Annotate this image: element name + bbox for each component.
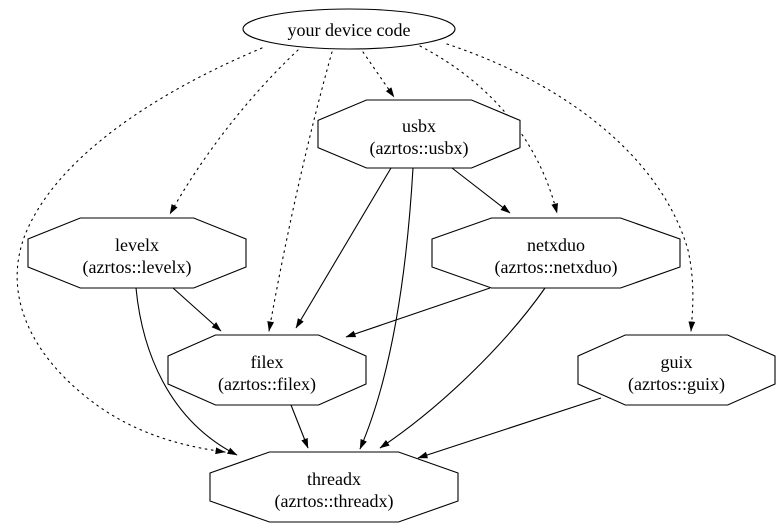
edge-guix-to-threadx xyxy=(417,397,602,459)
levelx-label-line-2: (azrtos::levelx) xyxy=(83,257,192,278)
guix-octagon-shape xyxy=(577,334,776,406)
edge-usbx-to-netxduo xyxy=(451,167,511,214)
edge-device-code-to-filex xyxy=(267,51,333,332)
node-threadx: threadx(azrtos::threadx) xyxy=(209,451,459,523)
edge-netxduo-to-threadx xyxy=(379,287,546,449)
guix-label-line-1: guix xyxy=(660,352,692,372)
nodes-layer: your device codeusbx(azrtos::usbx)levelx… xyxy=(27,8,776,523)
edge-device-code-to-levelx xyxy=(169,49,299,215)
device-code-label-line-1: your device code xyxy=(288,20,411,40)
edges-layer xyxy=(16,43,696,459)
threadx-octagon-shape xyxy=(209,451,459,523)
levelx-octagon-shape xyxy=(27,217,247,289)
netxduo-label-line-1: netxduo xyxy=(527,235,585,255)
filex-label-line-1: filex xyxy=(251,352,284,372)
node-device-code: your device code xyxy=(242,8,456,50)
threadx-label-line-2: (azrtos::threadx) xyxy=(275,491,394,512)
edge-device-code-to-guix xyxy=(446,43,696,332)
edge-usbx-to-threadx xyxy=(359,167,414,450)
filex-octagon-shape xyxy=(167,334,367,406)
guix-label-line-2: (azrtos::guix) xyxy=(628,374,725,395)
edge-device-code-to-netxduo xyxy=(419,45,558,214)
netxduo-octagon-shape xyxy=(431,217,681,289)
usbx-label-line-2: (azrtos::usbx) xyxy=(370,138,469,159)
edge-levelx-to-threadx xyxy=(135,287,238,456)
edge-netxduo-to-filex xyxy=(345,287,491,338)
edge-usbx-to-filex xyxy=(295,167,392,329)
edge-device-code-to-threadx xyxy=(16,47,263,455)
edge-levelx-to-filex xyxy=(172,287,222,332)
threadx-label-line-1: threadx xyxy=(307,469,361,489)
levelx-label-line-1: levelx xyxy=(115,235,159,255)
edge-filex-to-threadx xyxy=(290,404,309,449)
netxduo-label-line-2: (azrtos::netxduo) xyxy=(495,257,618,278)
device-code-ellipse-shape xyxy=(242,8,456,50)
node-guix: guix(azrtos::guix) xyxy=(577,334,776,406)
edge-device-code-to-usbx xyxy=(362,51,395,98)
node-usbx: usbx(azrtos::usbx) xyxy=(317,99,521,169)
node-filex: filex(azrtos::filex) xyxy=(167,334,367,406)
filex-label-line-2: (azrtos::filex) xyxy=(218,374,316,395)
node-levelx: levelx(azrtos::levelx) xyxy=(27,217,247,289)
node-netxduo: netxduo(azrtos::netxduo) xyxy=(431,217,681,289)
usbx-octagon-shape xyxy=(317,99,521,169)
usbx-label-line-1: usbx xyxy=(402,116,436,136)
